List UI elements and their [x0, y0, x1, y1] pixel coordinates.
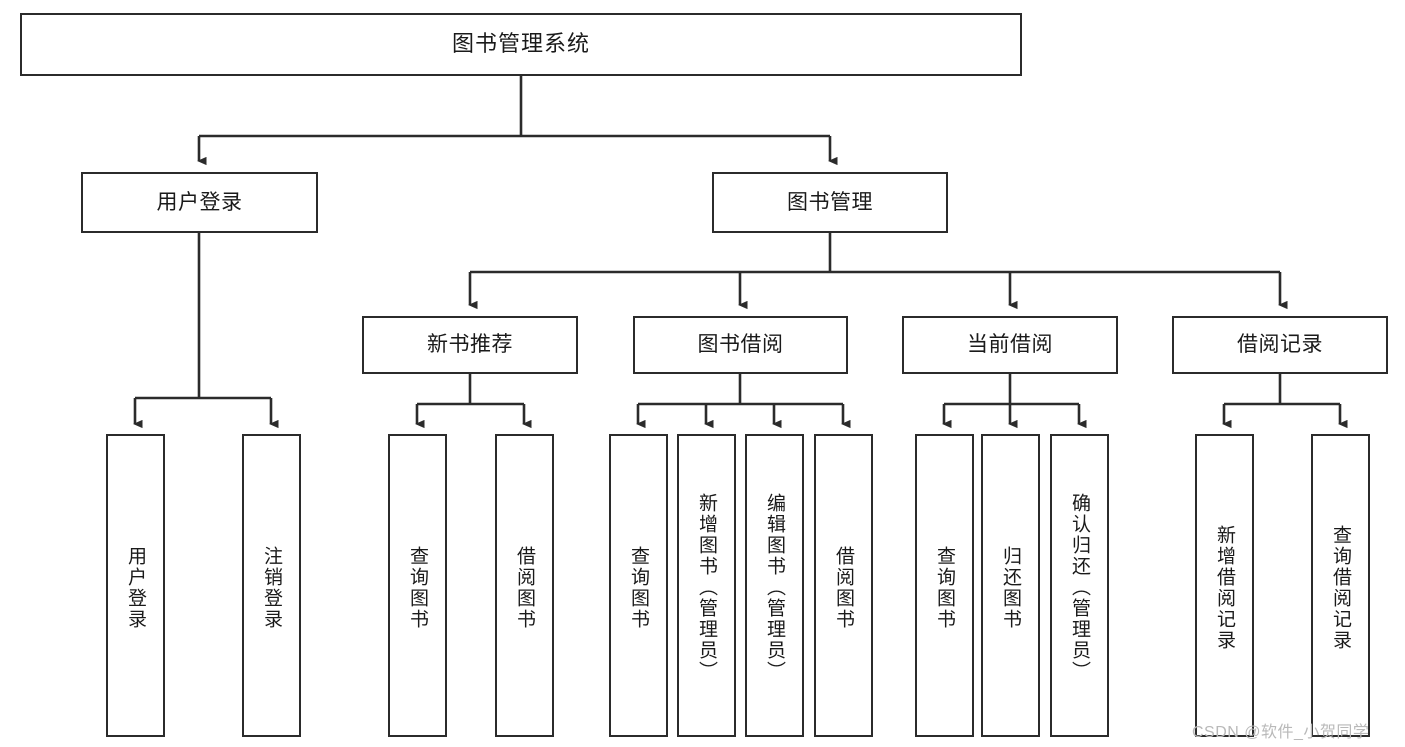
leaf-current-query-book[interactable]: 查询图书	[915, 434, 974, 737]
node-label: 新增借阅记录	[1214, 524, 1235, 651]
node-root-system[interactable]: 图书管理系统	[20, 13, 1022, 76]
leaf-current-confirm-return-admin[interactable]: 确认归还（管理员）	[1050, 434, 1109, 737]
node-label: 确认归还（管理员）	[1069, 493, 1090, 682]
leaf-borrow-borrow-book[interactable]: 借阅图书	[814, 434, 873, 737]
leaf-borrow-query-book[interactable]: 查询图书	[609, 434, 668, 737]
node-current-borrow[interactable]: 当前借阅	[902, 316, 1118, 374]
leaf-record-query-record[interactable]: 查询借阅记录	[1311, 434, 1370, 737]
node-label: 借阅记录	[1237, 333, 1323, 357]
leaf-recommend-borrow-book[interactable]: 借阅图书	[495, 434, 554, 737]
node-label: 编辑图书（管理员）	[764, 493, 785, 682]
leaf-current-return-book[interactable]: 归还图书	[981, 434, 1040, 737]
leaf-user-login-logout[interactable]: 注销登录	[242, 434, 301, 737]
node-label: 查询借阅记录	[1330, 524, 1351, 651]
node-label: 新增图书（管理员）	[696, 493, 717, 682]
node-label: 图书管理系统	[451, 31, 590, 57]
leaf-user-login-login[interactable]: 用户登录	[106, 434, 165, 737]
node-borrow-record[interactable]: 借阅记录	[1172, 316, 1388, 374]
node-label: 借阅图书	[833, 545, 854, 630]
node-label: 新书推荐	[427, 333, 513, 357]
node-label: 查询图书	[407, 545, 428, 630]
node-book-borrow[interactable]: 图书借阅	[633, 316, 848, 374]
node-label: 用户登录	[125, 545, 146, 630]
node-label: 借阅图书	[514, 545, 535, 630]
node-label: 图书管理	[787, 190, 873, 214]
watermark-text: CSDN @软件_小贺同学	[1192, 724, 1370, 741]
node-label: 查询图书	[628, 545, 649, 630]
leaf-record-add-record[interactable]: 新增借阅记录	[1195, 434, 1254, 737]
leaf-recommend-query-book[interactable]: 查询图书	[388, 434, 447, 737]
node-book-management[interactable]: 图书管理	[712, 172, 948, 233]
leaf-borrow-add-book-admin[interactable]: 新增图书（管理员）	[677, 434, 736, 737]
leaf-borrow-edit-book-admin[interactable]: 编辑图书（管理员）	[745, 434, 804, 737]
node-label: 用户登录	[156, 190, 243, 214]
node-label: 查询图书	[934, 545, 955, 630]
node-label: 归还图书	[1000, 545, 1021, 630]
node-label: 当前借阅	[967, 333, 1053, 357]
node-label: 注销登录	[261, 545, 282, 630]
node-label: 图书借阅	[697, 333, 784, 357]
node-user-login[interactable]: 用户登录	[81, 172, 318, 233]
node-new-book-recommend[interactable]: 新书推荐	[362, 316, 578, 374]
